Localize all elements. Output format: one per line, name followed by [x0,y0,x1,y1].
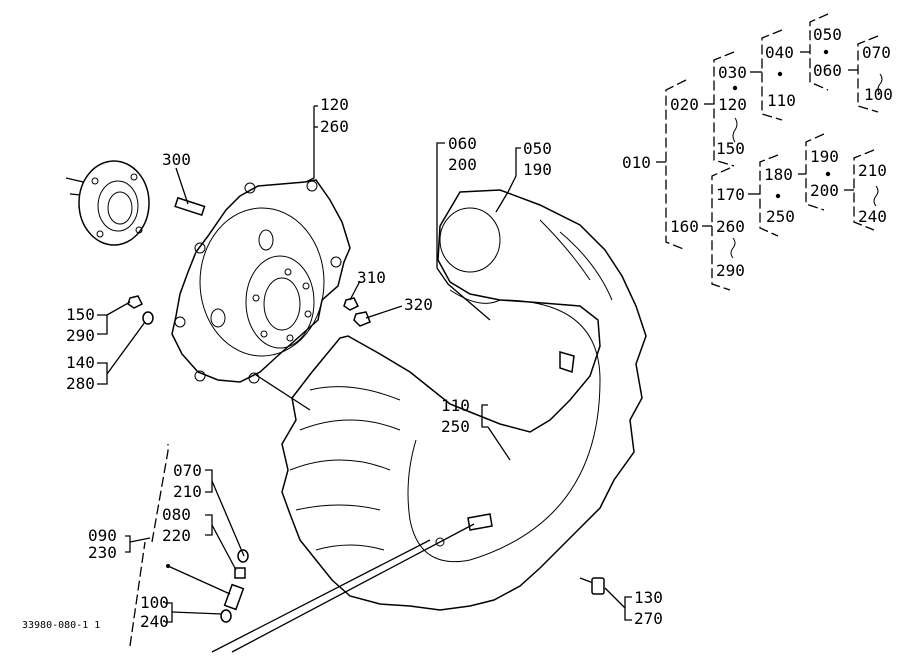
tree-node-290: 290 [716,261,745,280]
tree-node-250: 250 [766,207,795,226]
callout-c050-bottom: 190 [523,160,552,179]
tree-node-150: 150 [716,139,745,158]
tree-node-050: 050 [813,25,842,44]
callout-c110-bottom: 250 [441,417,470,436]
stud-bolt [174,196,206,217]
callout-c060-top: 060 [448,134,477,153]
callout-c120-top: 120 [320,95,349,114]
tree-node-190: 190 [810,147,839,166]
callout-c060-bottom: 200 [448,155,477,174]
callout-c080-bottom: 220 [162,526,191,545]
callout-c150-top: 150 [66,305,95,324]
callout-c050-top: 050 [523,139,552,158]
callout-c100-top: 100 [140,593,169,612]
callout-c130-top: 130 [634,588,663,607]
axle-hub [65,160,150,246]
callout-c140-bottom: 280 [66,374,95,393]
tree-node-010: 010 [622,153,651,172]
tree-node-100: 100 [864,85,893,104]
callout-c090-top: 090 [88,526,117,545]
valve-parts [220,549,249,623]
tractor-tire [281,189,647,611]
callout-c080-top: 080 [162,505,191,524]
tree-node-060: 060 [813,61,842,80]
callout-c100-bottom: 240 [140,612,169,631]
callout-c070-bottom: 210 [173,482,202,501]
tree-node-240: 240 [858,207,887,226]
valve-group-bracket [129,444,170,647]
tree-node-160: 160 [670,217,699,236]
callout-c300-top: 300 [162,150,191,169]
leader-lines [97,105,632,653]
callout-labels: 120 260 300 310 320 150 290 140 280 060 … [66,95,663,631]
tree-node-040: 040 [765,43,794,62]
callout-c150-bottom: 290 [66,326,95,345]
tree-node-210: 210 [858,161,887,180]
tree-node-030: 030 [718,63,747,82]
wheel-center-disc [171,179,351,384]
callout-c110-top: 110 [441,396,470,415]
callout-c120-bottom: 260 [320,117,349,136]
callout-c320-top: 320 [404,295,433,314]
drawing-id: 33980-080-1 1 [22,620,100,631]
tree-node-120: 120 [718,95,747,114]
tree-node-110: 110 [767,91,796,110]
tree-node-260: 260 [716,217,745,236]
callout-c310-top: 310 [357,268,386,287]
tree-node-170: 170 [716,185,745,204]
tree-node-200: 200 [810,181,839,200]
callout-c090-bottom: 230 [88,543,117,562]
tree-node-180: 180 [764,165,793,184]
callout-c130-bottom: 270 [634,609,663,628]
disc-nuts [127,295,371,327]
tree-node-070: 070 [862,43,891,62]
tree-node-020: 020 [670,95,699,114]
callout-c070-top: 070 [173,461,202,480]
tire-bolt [579,577,605,595]
callout-c140-top: 140 [66,353,95,372]
part-tree: 010 020 030 120 150 040 110 050 060 070 … [622,13,893,291]
